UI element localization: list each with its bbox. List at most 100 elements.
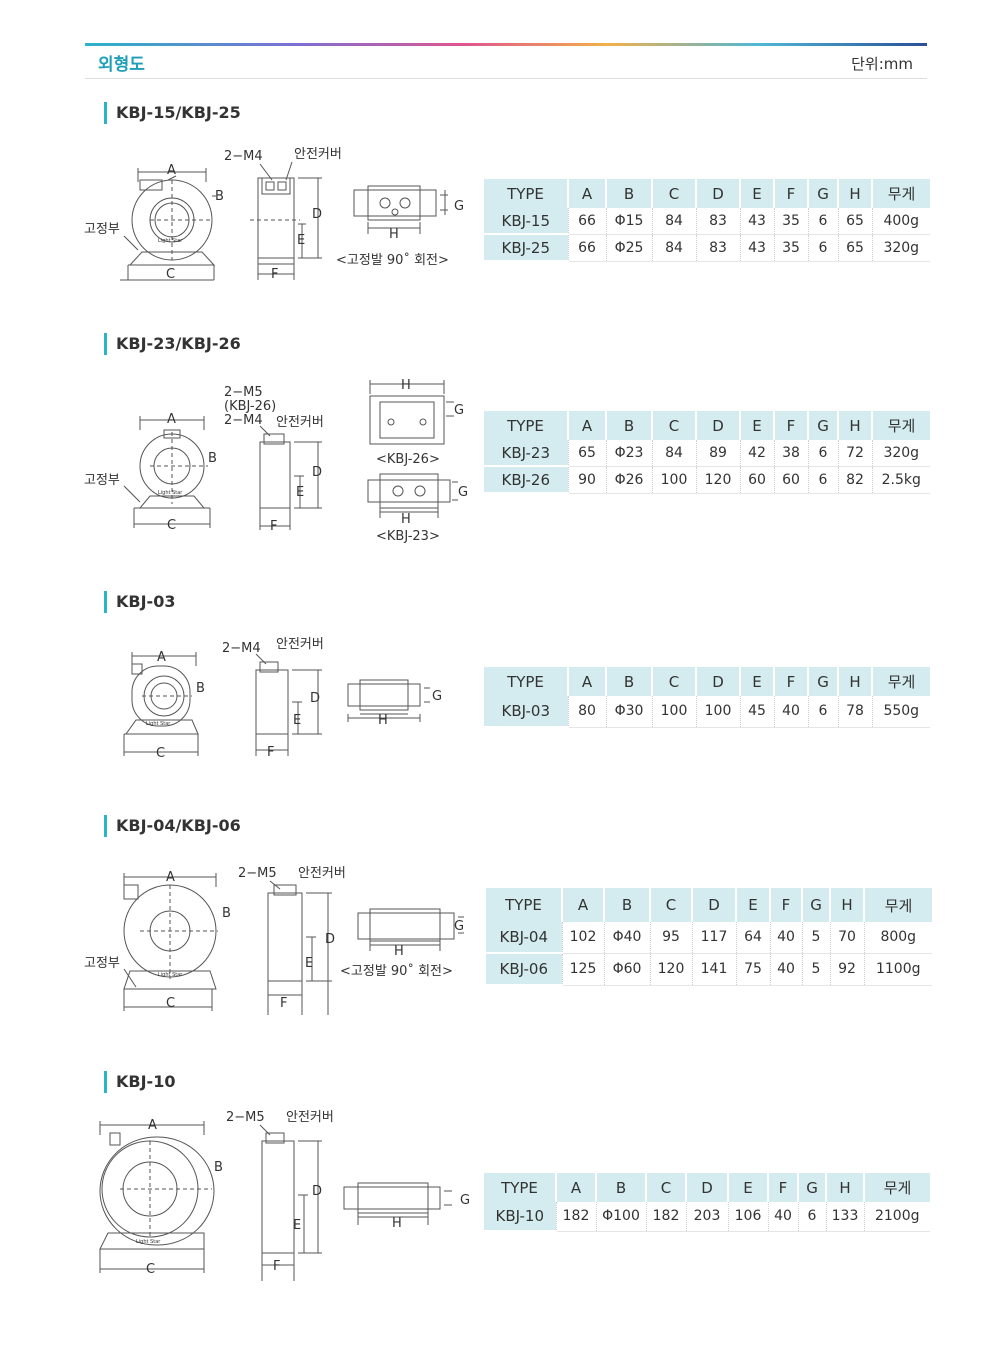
cell: Φ23 <box>605 440 652 467</box>
svg-text:E: E <box>296 485 304 500</box>
svg-text:Light Star: Light Star <box>158 490 183 496</box>
cell: Φ15 <box>605 208 652 235</box>
svg-text:H: H <box>401 378 411 393</box>
spec-table-1: TYPE A B C D E F G H 무게 KBJ-15 66 Φ15 84… <box>484 179 930 262</box>
diagram-kbj23-26: A B C 고정부 Light Star F D E 2−M5 (KBJ-26)… <box>80 372 480 551</box>
col-header: H <box>825 1173 864 1202</box>
cell: 82 <box>837 466 872 494</box>
cell: 80 <box>567 696 606 728</box>
cell: 100 <box>651 466 696 494</box>
svg-text:(KBJ-26): (KBJ-26) <box>224 399 276 414</box>
cell: 45 <box>739 696 774 728</box>
svg-text:2−M5: 2−M5 <box>238 866 277 881</box>
cell: 550g <box>871 696 930 728</box>
table-header-row: TYPE A B C D E F G H 무게 <box>484 179 930 208</box>
page-title: 외형도 <box>98 55 145 75</box>
col-header: E <box>739 179 774 208</box>
svg-text:B: B <box>214 1160 223 1175</box>
spec-table-2: TYPE A B C D E F G H 무게 KBJ-23 65 Φ23 84… <box>484 411 930 494</box>
cell: 89 <box>695 440 740 467</box>
section-title-2: KBJ-23/KBJ-26 <box>104 333 241 355</box>
spec-table-5: TYPE A B C D E F G H 무게 KBJ-10 182 Φ100 … <box>484 1173 930 1232</box>
svg-text:Light Star: Light Star <box>146 721 171 727</box>
svg-text:A: A <box>148 1118 157 1133</box>
col-header: 무게 <box>871 411 930 440</box>
table-header-row: TYPE A B C D E F G H 무게 <box>484 1173 930 1202</box>
spec-table-4: TYPE A B C D E F G H 무게 KBJ-04 102 Φ40 9… <box>486 888 932 986</box>
cell: 66 <box>567 208 606 235</box>
section-title-4: KBJ-04/KBJ-06 <box>104 815 241 837</box>
cell: 75 <box>735 953 770 986</box>
col-header: A <box>561 888 604 922</box>
svg-text:C: C <box>146 1262 155 1277</box>
col-header: A <box>567 179 606 208</box>
cell: 92 <box>829 953 864 986</box>
svg-text:H: H <box>389 227 399 242</box>
cell: 72 <box>837 440 872 467</box>
table-header-row: TYPE A B C D E F G H 무게 <box>486 888 932 922</box>
svg-text:B: B <box>215 189 224 204</box>
table-row: KBJ-06 125 Φ60 120 141 75 40 5 92 1100g <box>486 953 932 986</box>
cell: 141 <box>691 953 736 986</box>
cell: 65 <box>837 234 872 262</box>
col-header: TYPE <box>484 179 568 208</box>
svg-text:F: F <box>271 267 278 282</box>
col-header: E <box>739 667 774 696</box>
cell: Φ26 <box>605 466 652 494</box>
svg-text:2−M4: 2−M4 <box>224 149 263 164</box>
cell: 6 <box>807 696 838 728</box>
svg-text:G: G <box>454 403 464 418</box>
cell: 6 <box>807 234 838 262</box>
table-row: KBJ-03 80 Φ30 100 100 45 40 6 78 550g <box>484 696 930 728</box>
svg-text:H: H <box>394 944 404 959</box>
col-header: B <box>605 411 652 440</box>
cell: 35 <box>773 208 808 235</box>
section-title-5: KBJ-10 <box>104 1071 175 1093</box>
cell: 2100g <box>863 1202 930 1232</box>
cell: Φ100 <box>595 1202 646 1232</box>
col-header: TYPE <box>486 888 562 922</box>
cell: 100 <box>651 696 696 728</box>
svg-text:E: E <box>305 956 313 971</box>
col-header: D <box>695 411 740 440</box>
diagram-kbj03: A B C Light Star F D E 2−M4 안전커버 H G <box>80 630 480 769</box>
svg-text:B: B <box>208 451 217 466</box>
cell: 320g <box>871 234 930 262</box>
svg-text:C: C <box>166 996 175 1011</box>
table-row: KBJ-23 65 Φ23 84 89 42 38 6 72 320g <box>484 440 930 467</box>
col-header: F <box>767 1173 798 1202</box>
table-header-row: TYPE A B C D E F G H 무게 <box>484 411 930 440</box>
col-header: E <box>739 411 774 440</box>
col-header: D <box>695 179 740 208</box>
table-row: KBJ-10 182 Φ100 182 203 106 40 6 133 210… <box>484 1202 930 1232</box>
svg-text:고정부: 고정부 <box>84 473 120 488</box>
col-header: F <box>773 667 808 696</box>
cell: 70 <box>829 922 864 954</box>
cell: 320g <box>871 440 930 467</box>
cell: 60 <box>739 466 774 494</box>
diagram-kbj10: A B C Light Star F D E 2−M5 안전커버 H G <box>80 1105 480 1289</box>
col-header: F <box>773 179 808 208</box>
table-row: KBJ-04 102 Φ40 95 117 64 40 5 70 800g <box>486 922 932 954</box>
col-header: H <box>837 411 872 440</box>
svg-text:<고정발 90˚ 회전>: <고정발 90˚ 회전> <box>336 252 449 268</box>
type-cell: KBJ-25 <box>484 234 568 262</box>
svg-text:<KBJ-23>: <KBJ-23> <box>376 529 440 544</box>
svg-text:<KBJ-26>: <KBJ-26> <box>376 452 440 467</box>
cell: 6 <box>797 1202 826 1232</box>
cell: 42 <box>739 440 774 467</box>
cell: 40 <box>767 1202 798 1232</box>
cell: 120 <box>649 953 692 986</box>
cell: 60 <box>773 466 808 494</box>
svg-text:2−M4: 2−M4 <box>224 413 263 428</box>
col-header: C <box>651 411 696 440</box>
col-header: G <box>807 179 838 208</box>
unit-label: 단위:mm <box>851 55 913 73</box>
type-cell: KBJ-10 <box>484 1202 556 1232</box>
svg-text:D: D <box>310 691 320 706</box>
svg-text:E: E <box>293 1218 301 1233</box>
svg-text:D: D <box>312 465 322 480</box>
col-header: G <box>801 888 830 922</box>
svg-text:A: A <box>157 650 166 665</box>
svg-text:C: C <box>166 267 175 282</box>
